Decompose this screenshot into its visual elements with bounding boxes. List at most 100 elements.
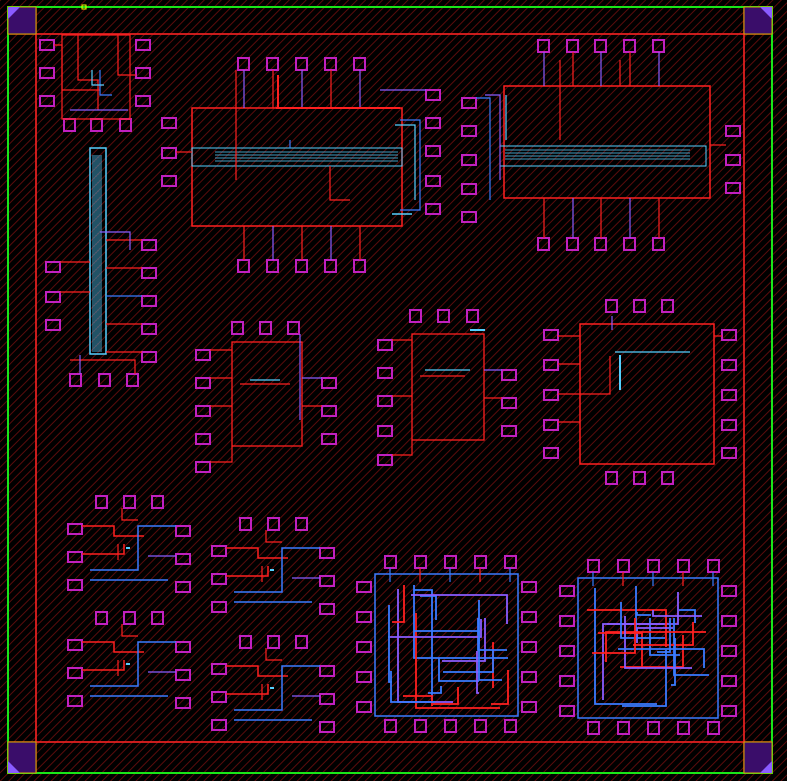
pad (617, 721, 630, 735)
pad (559, 675, 575, 687)
route (226, 547, 288, 559)
route (234, 547, 320, 593)
route (558, 356, 611, 395)
pad (321, 433, 337, 445)
route (420, 595, 437, 620)
route (594, 588, 657, 705)
pad (633, 471, 646, 485)
route (485, 94, 501, 180)
pad (721, 389, 737, 401)
route (433, 687, 459, 705)
block-mid-right-cell (543, 299, 737, 485)
pad (319, 603, 335, 615)
pad (559, 615, 575, 627)
route (679, 609, 696, 623)
pad (707, 721, 720, 735)
route (234, 665, 320, 711)
pad (501, 397, 517, 409)
pad (721, 585, 737, 597)
pad (504, 719, 517, 733)
pad (195, 405, 211, 417)
pad (141, 267, 157, 279)
route (605, 631, 706, 662)
pad (195, 461, 211, 473)
pad (211, 545, 227, 557)
block-bottom-left-cell-1 (67, 495, 191, 593)
route (392, 585, 405, 623)
block-bottom-center-grid (356, 555, 537, 733)
route (70, 359, 136, 374)
pad (721, 615, 737, 627)
pad (175, 553, 191, 565)
pad (425, 89, 441, 101)
route (652, 610, 702, 617)
pad (141, 295, 157, 307)
pad (195, 377, 211, 389)
pad (267, 635, 280, 649)
pad (45, 261, 61, 273)
block-bottom-left-cell-2 (67, 611, 191, 709)
pad (135, 95, 151, 107)
route (82, 544, 125, 555)
pad (377, 339, 393, 351)
route (82, 525, 144, 537)
route (620, 602, 665, 639)
pad (98, 373, 111, 387)
pad (259, 321, 272, 335)
pad (461, 125, 477, 137)
block-top-left-cell (39, 34, 151, 132)
pad (319, 721, 335, 733)
pad (151, 611, 164, 625)
route (649, 618, 680, 656)
pad (211, 573, 227, 585)
route (100, 231, 131, 250)
pad (161, 147, 177, 159)
route (121, 508, 138, 521)
route (671, 638, 676, 686)
pad (543, 419, 559, 431)
pad (425, 203, 441, 215)
cell-outline (503, 85, 711, 199)
pad (356, 701, 372, 713)
route (476, 97, 491, 200)
pad (211, 719, 227, 731)
pad (501, 369, 517, 381)
pad (231, 321, 244, 335)
pad (39, 67, 55, 79)
pad (69, 373, 82, 387)
route (54, 44, 100, 91)
route (415, 613, 500, 709)
route (428, 686, 442, 694)
route (477, 618, 507, 651)
pad (141, 351, 157, 363)
pad (295, 635, 308, 649)
pad (725, 154, 741, 166)
route (392, 440, 413, 456)
route (99, 70, 112, 96)
route (121, 624, 138, 637)
pad (356, 581, 372, 593)
route (265, 530, 282, 543)
route (411, 594, 508, 624)
route (82, 641, 144, 653)
pad (521, 671, 537, 683)
pad (161, 175, 177, 187)
pad (661, 299, 674, 313)
pad (461, 97, 477, 109)
route (476, 651, 479, 694)
pad (661, 471, 674, 485)
route (400, 119, 421, 211)
pad (175, 669, 191, 681)
pad (356, 641, 372, 653)
pad (605, 299, 618, 313)
pad (67, 523, 83, 535)
route (478, 600, 502, 681)
pad (175, 581, 191, 593)
corner-cell-bottom-left (7, 741, 37, 774)
pad (67, 639, 83, 651)
pad (135, 67, 151, 79)
route (636, 612, 651, 616)
pad (211, 663, 227, 675)
pad (521, 701, 537, 713)
